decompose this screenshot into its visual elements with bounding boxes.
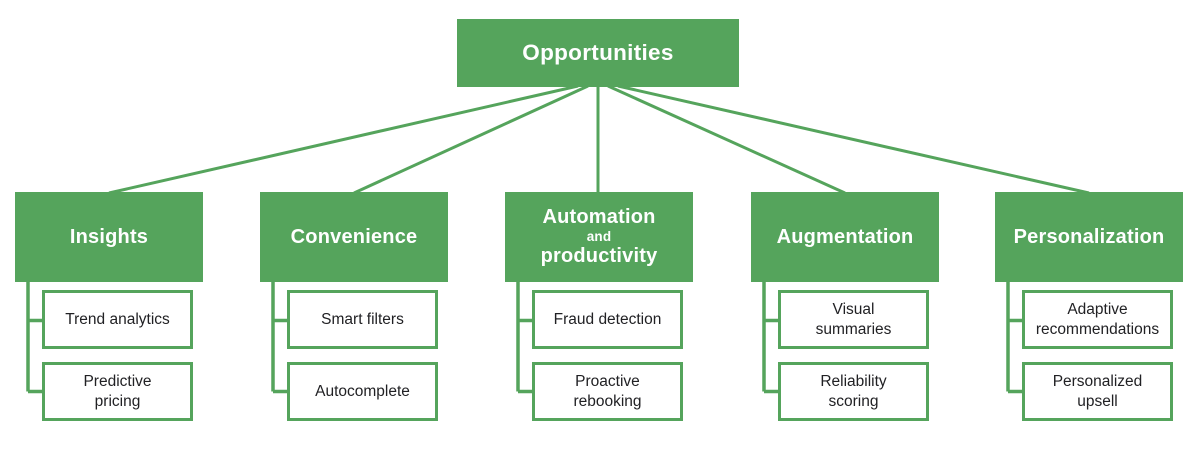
node-convenience: Convenience xyxy=(260,192,448,282)
branch-automation-productivity: Automation and productivity Fraud detect… xyxy=(505,192,693,421)
node-reliability-scoring-label: Reliability scoring xyxy=(820,372,887,410)
node-opportunities: Opportunities xyxy=(457,19,739,87)
node-smart-filters: Smart filters xyxy=(287,290,438,349)
node-convenience-label: Convenience xyxy=(290,225,418,248)
node-personalized-upsell: Personalized upsell xyxy=(1022,362,1173,421)
node-adaptive-recommendations-label: Adaptive recommendations xyxy=(1035,300,1160,338)
node-fraud-detection: Fraud detection xyxy=(532,290,683,349)
node-predictive-pricing-label: Predictive pricing xyxy=(83,372,152,410)
node-predictive-pricing: Predictive pricing xyxy=(42,362,193,421)
node-personalization-label: Personalization xyxy=(1013,225,1165,248)
node-personalized-upsell-label: Personalized upsell xyxy=(1052,372,1143,410)
node-visual-summaries: Visual summaries xyxy=(778,290,929,349)
fan-line-convenience xyxy=(353,84,589,195)
node-trend-analytics-label: Trend analytics xyxy=(65,310,170,328)
branch-augmentation: Augmentation Visual summaries Reliabilit… xyxy=(751,192,939,421)
node-proactive-rebooking: Proactive rebooking xyxy=(532,362,683,421)
node-insights: Insights xyxy=(15,192,203,282)
node-visual-summaries-label: Visual summaries xyxy=(815,300,892,338)
node-reliability-scoring: Reliability scoring xyxy=(778,362,929,421)
node-autocomplete: Autocomplete xyxy=(287,362,438,421)
node-autocomplete-label: Autocomplete xyxy=(315,382,410,400)
node-personalization: Personalization xyxy=(995,192,1183,282)
node-automation-line2: and xyxy=(586,228,612,244)
fan-line-augmentation xyxy=(607,84,846,195)
node-augmentation-label: Augmentation xyxy=(776,225,914,248)
branch-personalization: Personalization Adaptive recommendations… xyxy=(995,192,1183,421)
branch-insights: Insights Trend analytics Predictive pric… xyxy=(15,192,203,421)
branch-convenience: Convenience Smart filters Autocomplete xyxy=(260,192,448,421)
node-insights-label: Insights xyxy=(69,225,149,248)
node-trend-analytics: Trend analytics xyxy=(42,290,193,349)
fan-line-insights xyxy=(108,84,579,195)
node-proactive-rebooking-label: Proactive rebooking xyxy=(573,372,642,410)
node-automation-productivity: Automation and productivity xyxy=(505,192,693,282)
node-automation-line1: Automation xyxy=(542,205,656,228)
node-opportunities-label: Opportunities xyxy=(522,40,674,65)
node-adaptive-recommendations: Adaptive recommendations xyxy=(1022,290,1173,349)
node-fraud-detection-label: Fraud detection xyxy=(553,310,662,328)
node-augmentation: Augmentation xyxy=(751,192,939,282)
fan-line-personalization xyxy=(617,84,1090,195)
node-automation-line3: productivity xyxy=(540,245,658,268)
node-smart-filters-label: Smart filters xyxy=(321,310,404,328)
